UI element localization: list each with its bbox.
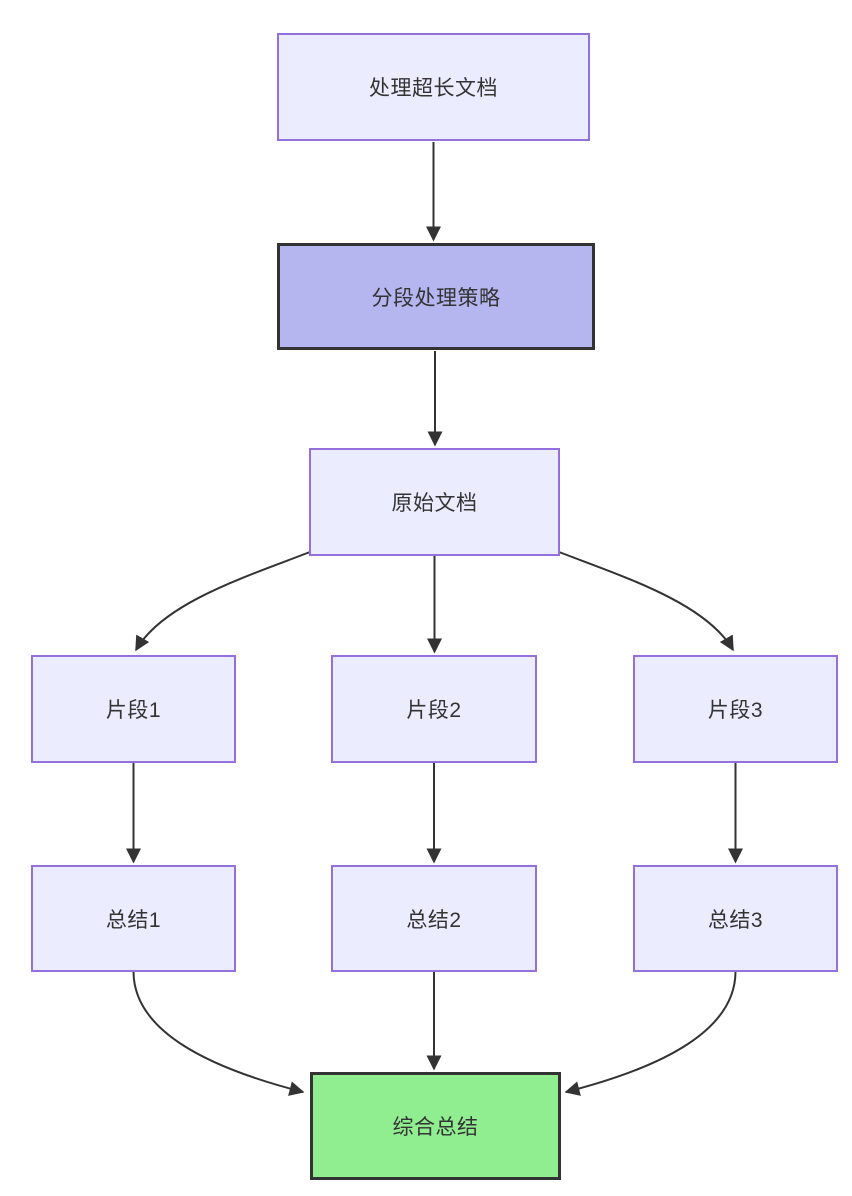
- node-label: 原始文档: [391, 492, 478, 515]
- edge-c-to-d1: [135, 551, 311, 652]
- edge-e3-to-f: [564, 971, 737, 1096]
- node-fragment-2: 片段2: [331, 655, 537, 763]
- node-original-document: 原始文档: [309, 448, 560, 556]
- node-label: 处理超长文档: [369, 77, 498, 100]
- node-label: 分段处理策略: [371, 286, 501, 310]
- node-label: 总结3: [707, 908, 764, 932]
- edge-e1-to-f: [132, 971, 305, 1096]
- edge-c-to-d3: [558, 551, 734, 652]
- node-final-summary: 综合总结: [310, 1072, 561, 1180]
- node-summary-2: 总结2: [331, 865, 537, 972]
- node-label: 片段1: [105, 699, 162, 722]
- node-segmentation-strategy: 分段处理策略: [277, 243, 595, 350]
- node-label: 总结1: [105, 908, 162, 932]
- node-label: 片段3: [707, 699, 764, 722]
- node-summary-3: 总结3: [633, 865, 838, 972]
- node-fragment-1: 片段1: [31, 655, 236, 763]
- node-process-long-document: 处理超长文档: [277, 33, 590, 141]
- node-label: 综合总结: [392, 1116, 479, 1139]
- node-label: 总结2: [406, 908, 462, 932]
- node-label: 片段2: [406, 699, 462, 722]
- node-fragment-3: 片段3: [633, 655, 838, 763]
- node-summary-1: 总结1: [31, 865, 236, 972]
